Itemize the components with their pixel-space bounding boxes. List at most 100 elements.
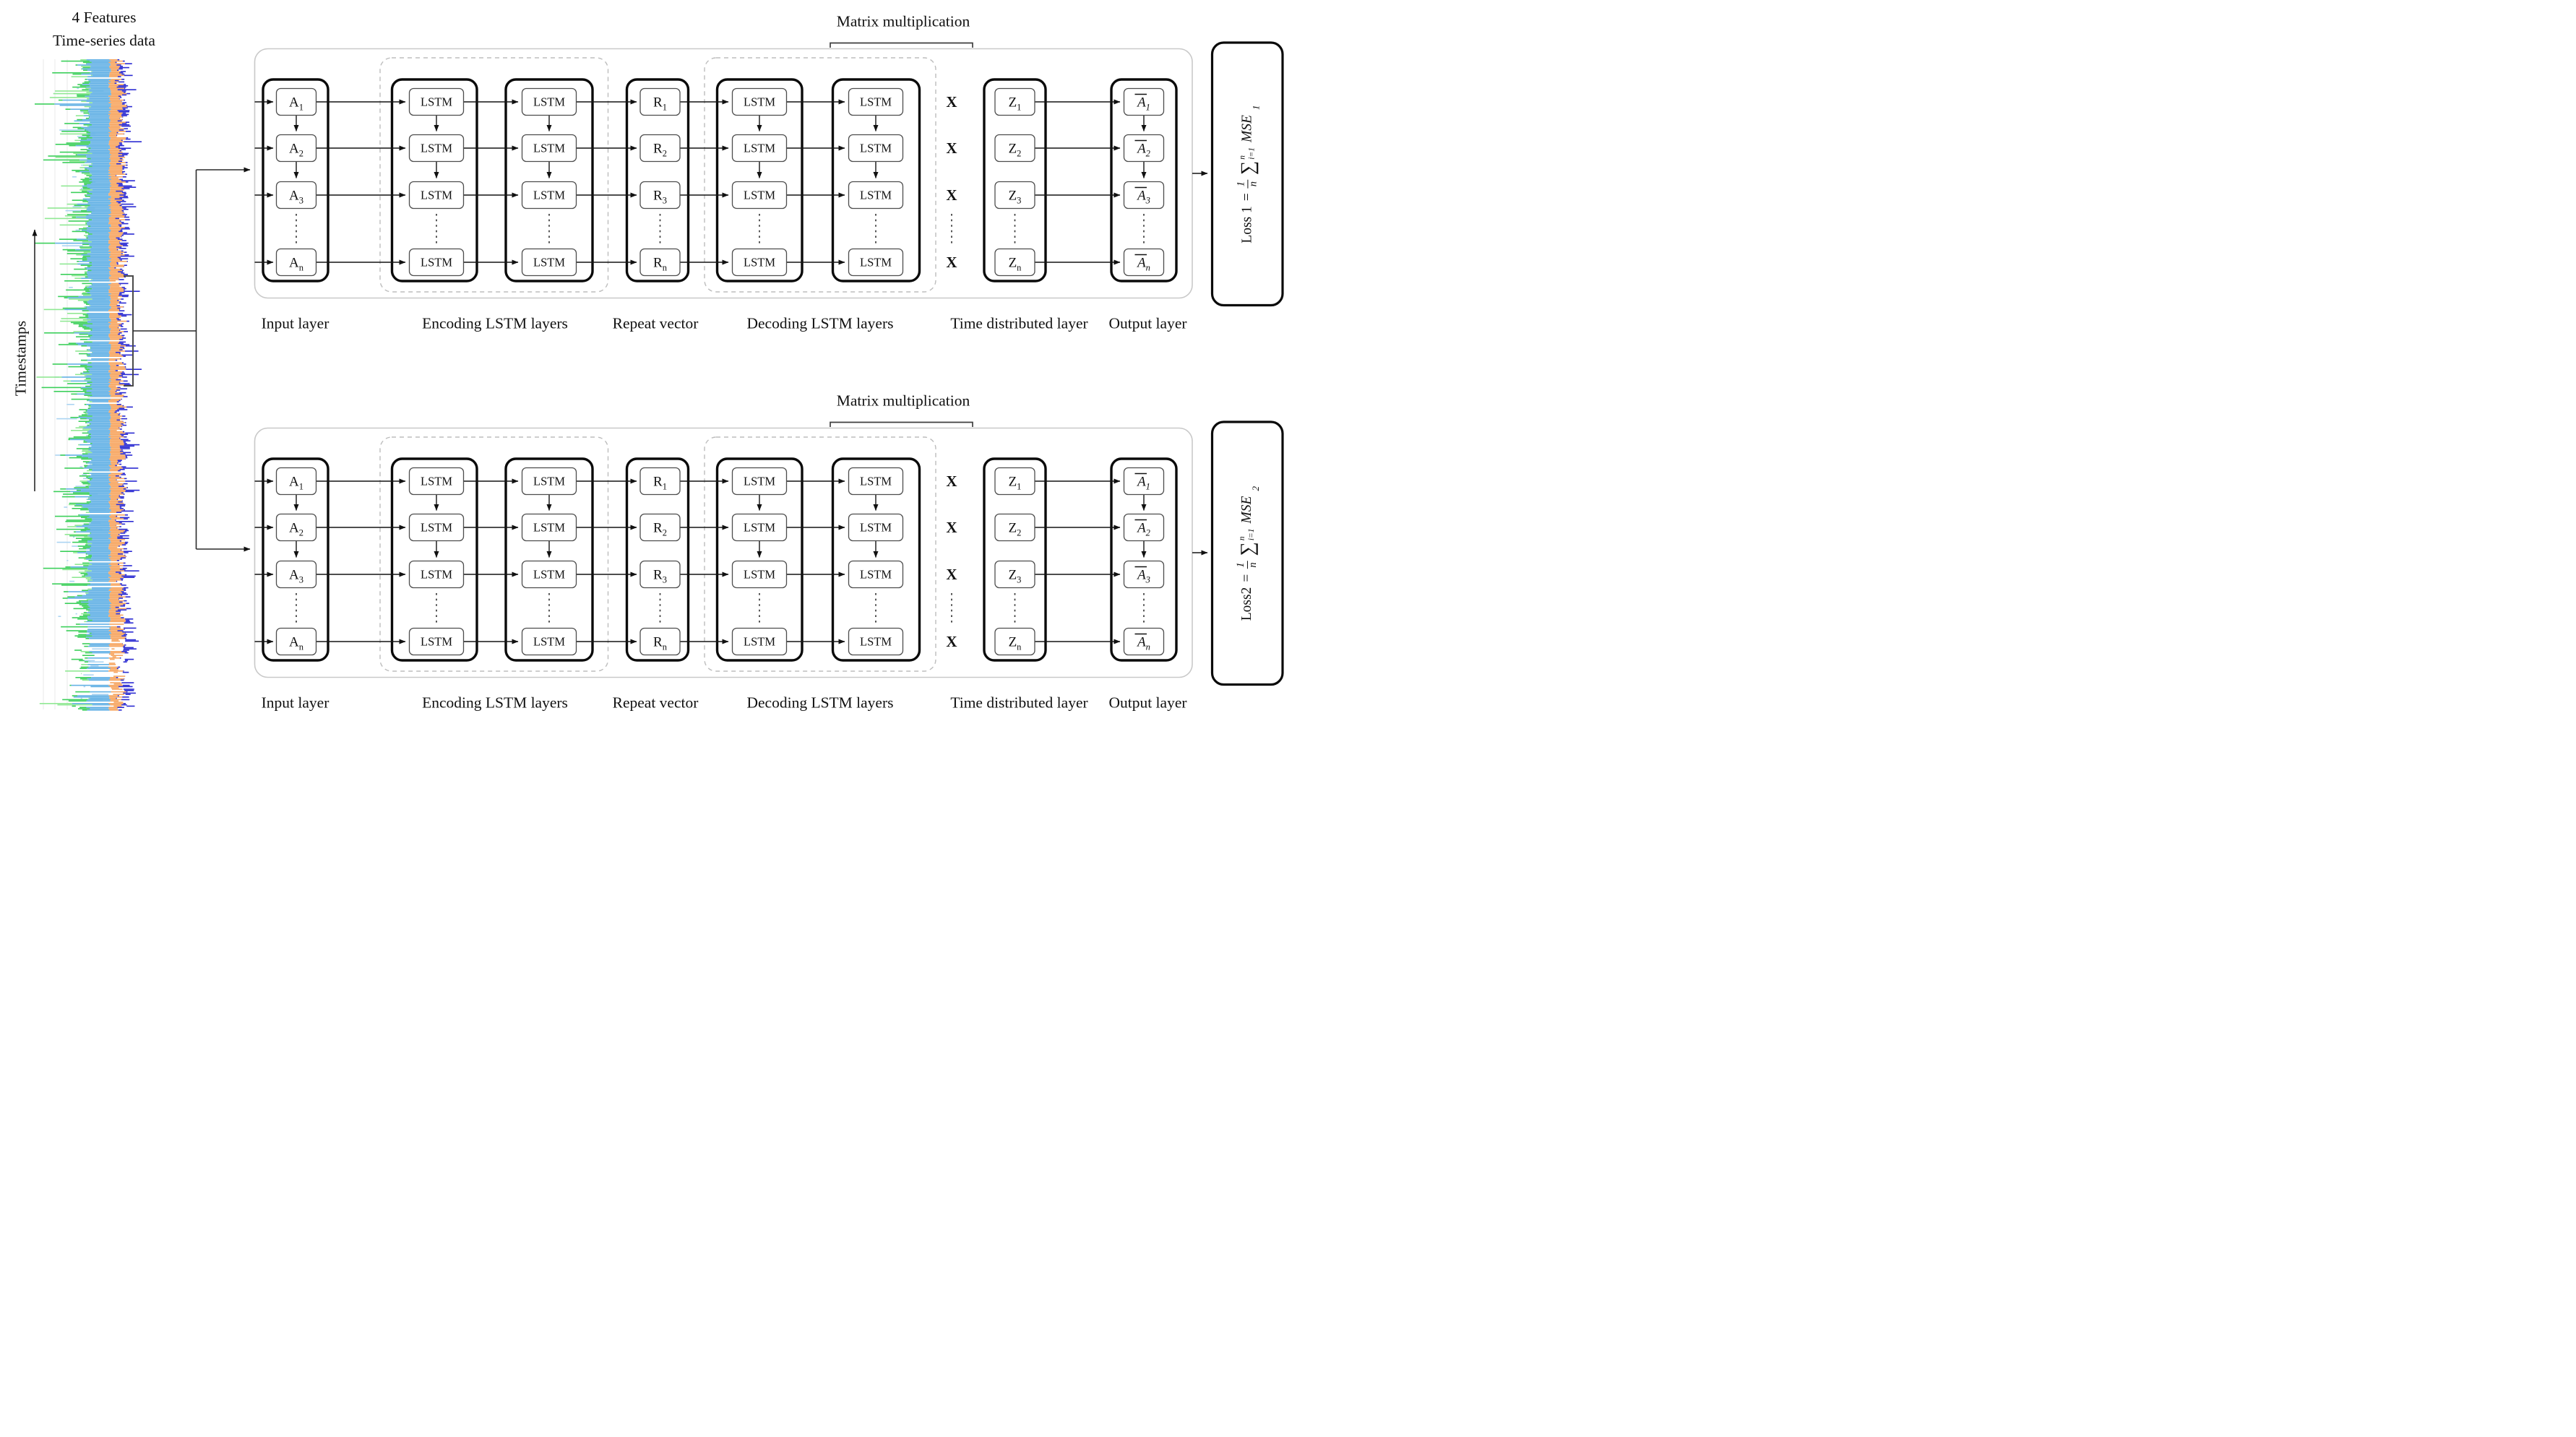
encoding-lstm-2-label: LSTM bbox=[533, 256, 565, 269]
decoding-lstm-2-label: LSTM bbox=[860, 475, 892, 488]
output-node-box bbox=[1123, 467, 1165, 496]
decoding-lstm-1-container bbox=[715, 457, 804, 662]
decoding-lstm-2-label: LSTM bbox=[860, 142, 892, 155]
caption-input-layer-top: Input layer bbox=[261, 314, 329, 332]
encoding-lstm-2-box bbox=[521, 513, 577, 542]
caption-decoding-lstm-bottom: Decoding LSTM layers bbox=[746, 694, 894, 711]
output-node-box bbox=[1123, 513, 1165, 542]
matrix-multiplication-label-bottom: Matrix multiplication bbox=[836, 392, 970, 410]
encoding-lstm-2-box bbox=[521, 87, 577, 116]
timeseries-bars bbox=[35, 59, 142, 711]
encoding-group-container bbox=[379, 57, 609, 293]
decoding-lstm-2-label: LSTM bbox=[860, 256, 892, 269]
decoding-group-container bbox=[704, 436, 936, 672]
encoding-lstm-1-label: LSTM bbox=[421, 95, 452, 109]
encoding-lstm-2-box bbox=[521, 627, 577, 656]
input-node-box bbox=[275, 467, 317, 496]
loss-box bbox=[1210, 41, 1284, 307]
loss2-sum: ∑ n i=1 bbox=[1236, 528, 1258, 556]
input-node-box bbox=[275, 560, 317, 589]
encoding-lstm-1-box bbox=[408, 467, 465, 496]
encoding-lstm-2-box bbox=[521, 467, 577, 496]
timeseries-title-line1: 4 Features bbox=[72, 9, 137, 26]
encoding-lstm-1-label: LSTM bbox=[421, 256, 452, 269]
decoding-lstm-1-label: LSTM bbox=[744, 521, 775, 535]
output-node-label: A1 bbox=[1136, 95, 1150, 113]
loss2-frac-den: n bbox=[1246, 562, 1259, 568]
decoding-lstm-1-label: LSTM bbox=[744, 475, 775, 488]
loss2-term: MSE bbox=[1239, 496, 1255, 524]
time-distributed-node-label: Z2 bbox=[1009, 142, 1022, 159]
time-distributed-node-label: Z1 bbox=[1009, 475, 1022, 492]
decoding-lstm-1-label: LSTM bbox=[744, 189, 775, 202]
repeat-node-box bbox=[639, 87, 681, 116]
repeat-node-label: R2 bbox=[653, 142, 667, 159]
loss2-frac-num: 1 bbox=[1235, 561, 1248, 569]
output-node-label: A3 bbox=[1136, 189, 1150, 206]
decoding-lstm-1-box bbox=[731, 248, 788, 277]
decoding-lstm-2-box bbox=[848, 467, 904, 496]
decoding-lstm-2-box bbox=[848, 181, 904, 210]
decoding-lstm-1-container bbox=[715, 78, 804, 282]
decoding-lstm-2-label: LSTM bbox=[860, 521, 892, 535]
encoding-lstm-2-box bbox=[521, 248, 577, 277]
decoding-lstm-1-box bbox=[731, 513, 788, 542]
multiply-symbol: X bbox=[946, 633, 957, 650]
caption-encoding-lstm-bottom: Encoding LSTM layers bbox=[422, 694, 568, 711]
encoding-lstm-1-box bbox=[408, 513, 465, 542]
input-node-box bbox=[275, 181, 317, 210]
output-node-box bbox=[1123, 248, 1165, 277]
sigma-symbol: ∑ bbox=[1236, 160, 1258, 175]
input-node-label: An bbox=[289, 635, 304, 652]
output-node-label: A2 bbox=[1136, 521, 1150, 538]
loss2-sum-upper: n bbox=[1238, 536, 1247, 540]
encoding-lstm-2-label: LSTM bbox=[533, 635, 565, 649]
repeat-node-box bbox=[639, 181, 681, 210]
loss2-name: Loss2 bbox=[1239, 587, 1255, 621]
encoding-group-container bbox=[379, 436, 609, 672]
encoding-lstm-1-label: LSTM bbox=[421, 568, 452, 582]
loss2-equals: = bbox=[1239, 574, 1255, 582]
decoding-lstm-2-box bbox=[848, 627, 904, 656]
time-distributed-layer-container bbox=[983, 78, 1047, 282]
loss1-sum: ∑ n i=1 bbox=[1236, 147, 1258, 175]
matrix-multiplication-label-top: Matrix multiplication bbox=[836, 12, 970, 30]
loss2-term-sub: 2 bbox=[1250, 486, 1262, 491]
decoding-lstm-1-label: LSTM bbox=[744, 635, 775, 649]
matrix-multiplication-bracket bbox=[830, 42, 973, 48]
caption-output-layer-top: Output layer bbox=[1108, 314, 1187, 332]
encoding-lstm-1-box bbox=[408, 248, 465, 277]
input-node-box bbox=[275, 627, 317, 656]
caption-output-layer-bottom: Output layer bbox=[1108, 694, 1187, 711]
encoding-lstm-2-label: LSTM bbox=[533, 189, 565, 202]
decoding-lstm-1-label: LSTM bbox=[744, 142, 775, 155]
encoding-lstm-1-container bbox=[390, 78, 478, 282]
output-layer-container bbox=[1110, 457, 1178, 662]
loss1-equals: = bbox=[1239, 192, 1255, 201]
loss1-formula: Loss 1 = 1 n ∑ n i=1 MSE 1 bbox=[1235, 105, 1262, 243]
sigma-symbol: ∑ bbox=[1236, 541, 1258, 556]
loss1-fraction: 1 n bbox=[1235, 179, 1259, 188]
loss1-sum-lower: i=1 bbox=[1247, 147, 1257, 160]
multiply-symbol: X bbox=[946, 254, 957, 271]
encoding-lstm-1-box bbox=[408, 627, 465, 656]
encoding-lstm-2-label: LSTM bbox=[533, 95, 565, 109]
decoding-lstm-1-label: LSTM bbox=[744, 256, 775, 269]
decoding-lstm-1-box bbox=[731, 181, 788, 210]
output-node-label: A3 bbox=[1136, 568, 1150, 585]
caption-time-distributed-bottom: Time distributed layer bbox=[950, 694, 1088, 711]
time-distributed-node-box bbox=[994, 513, 1035, 542]
encoding-lstm-2-container bbox=[504, 457, 594, 662]
repeat-node-box bbox=[639, 627, 681, 656]
input-layer-container bbox=[262, 457, 329, 662]
encoding-lstm-1-label: LSTM bbox=[421, 521, 452, 535]
encoding-lstm-2-label: LSTM bbox=[533, 475, 565, 488]
encoding-lstm-2-box bbox=[521, 560, 577, 589]
loss1-term-sub: 1 bbox=[1250, 105, 1262, 110]
decoding-lstm-1-box bbox=[731, 87, 788, 116]
repeat-node-label: R1 bbox=[653, 475, 667, 492]
diagram-outer-container bbox=[254, 427, 1193, 678]
output-node-label: A1 bbox=[1136, 475, 1150, 492]
